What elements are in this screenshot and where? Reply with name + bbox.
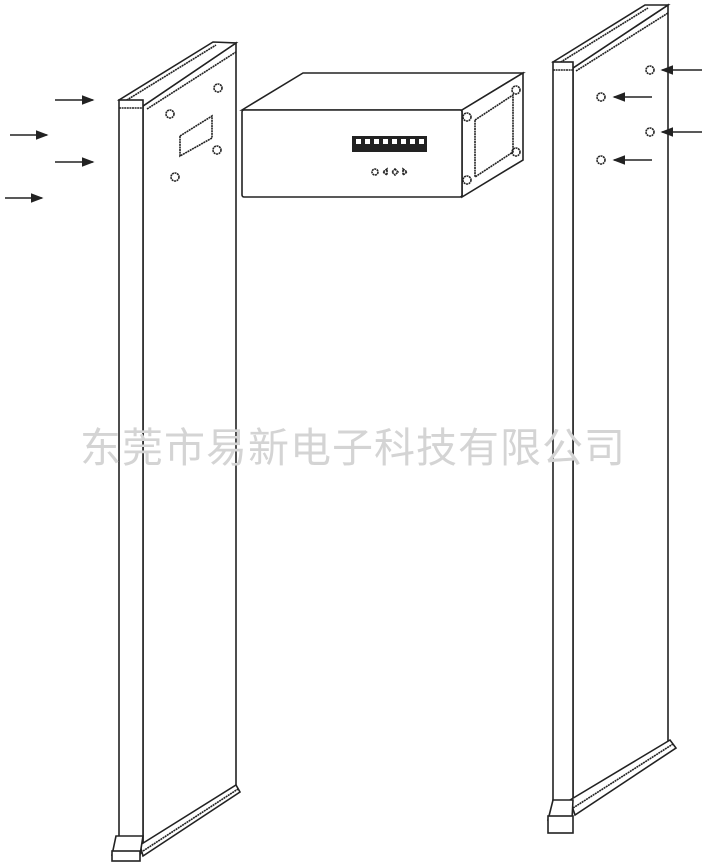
sensor-hole-icon [645,65,655,75]
screw-hole-icon [170,172,180,182]
watermark: 东莞市易新电子科技有限公司 [80,424,626,472]
right-panel [546,3,678,834]
control-box [239,71,526,199]
signal-arrows-right [612,65,702,165]
panel-slot [179,114,213,158]
signal-arrows-left [5,95,95,203]
screw-hole-icon [212,145,222,155]
control-buttons [371,167,409,177]
sensor-hole-icon [596,92,606,102]
screw-hole-icon [165,109,175,119]
sensor-hole-icon [596,155,606,165]
digit-display [352,136,427,152]
screw-hole-icon [213,83,223,93]
left-panel [111,41,242,862]
sensor-hole-icon [645,127,655,137]
